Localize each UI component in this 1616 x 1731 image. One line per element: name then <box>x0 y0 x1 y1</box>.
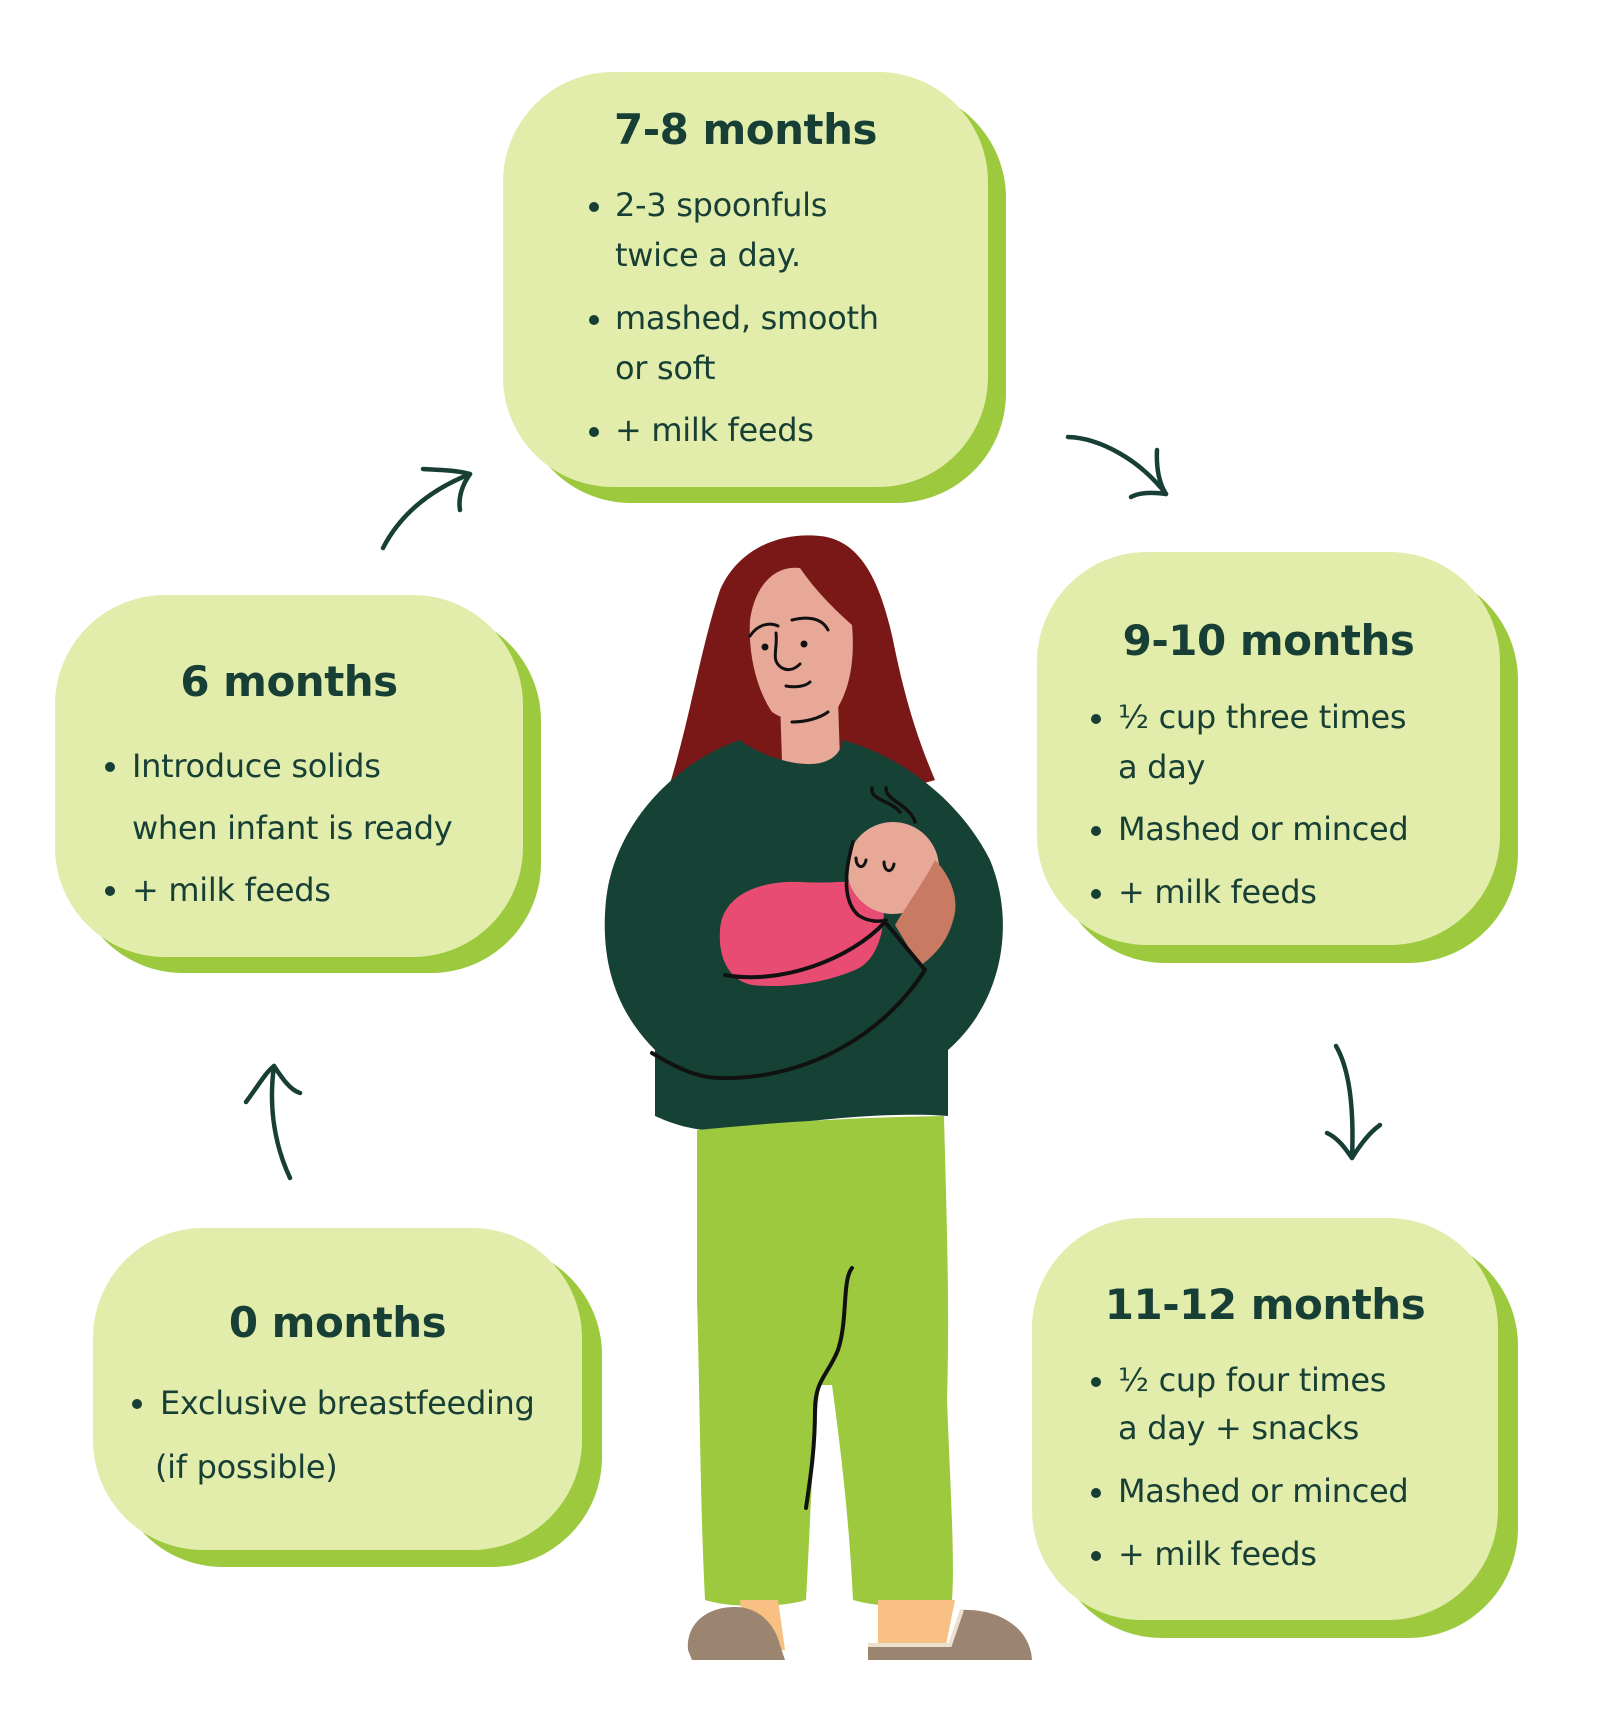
baby-face-outline <box>844 840 888 923</box>
bullet-dot <box>1091 826 1101 836</box>
face-lines <box>748 616 830 724</box>
bullet-dot <box>105 886 115 896</box>
bullet-dot <box>1091 889 1101 899</box>
stage-title: 0 months <box>228 1298 447 1347</box>
pants <box>697 1116 953 1606</box>
stage-card-7-8-months: 7-8 months 2-3 spoonfuls twice a day. ma… <box>503 72 1006 503</box>
bullet-item: ½ cup three times a day <box>1091 692 1408 792</box>
bullet-item: ½ cup four times a day + snacks <box>1091 1356 1408 1452</box>
stage-title: 11-12 months <box>1104 1280 1426 1329</box>
bullet-dot <box>1091 1551 1101 1561</box>
stage-card-9-10-months: 9-10 months ½ cup three times a day Mash… <box>1037 552 1518 963</box>
bullet-dot <box>105 762 115 772</box>
card-background <box>1032 1218 1498 1620</box>
bullet-item: Mashed or minced <box>1091 804 1409 854</box>
bullet-item: + milk feeds <box>589 405 879 455</box>
mother-hand <box>895 860 956 966</box>
arrow-up-icon <box>243 1063 303 1181</box>
arrow-up-right-icon <box>380 466 473 551</box>
bullet-item: + milk feeds <box>1091 867 1408 917</box>
shoe-right-trim <box>868 1609 964 1647</box>
sock-right <box>878 1600 955 1650</box>
bullet-item: 2-3 spoonfuls twice a day. <box>589 180 879 280</box>
shoe-left <box>687 1607 785 1660</box>
bullet-dot <box>1091 1377 1101 1387</box>
bullet-dot <box>132 1399 142 1409</box>
bullet-item: + milk feeds <box>105 859 452 921</box>
baby-eyes <box>854 856 896 872</box>
bullet-item: Introduce solids when infant is ready <box>105 735 453 859</box>
card-background <box>93 1228 582 1550</box>
stage-bullets: ½ cup four times a day + snacks Mashed o… <box>1091 1356 1409 1578</box>
bullet-item: + milk feeds <box>1091 1530 1408 1578</box>
shoe-right <box>868 1609 1032 1660</box>
bullet-item: Exclusive breastfeeding (if possible) <box>132 1371 535 1499</box>
stage-card-11-12-months: 11-12 months ½ cup four times a day + sn… <box>1032 1218 1518 1638</box>
eye-right <box>800 640 808 648</box>
bullet-item: Mashed or minced <box>1091 1467 1409 1515</box>
stage-bullets: Introduce solids when infant is ready + … <box>105 735 453 921</box>
bullet-dot <box>1091 1488 1101 1498</box>
stage-title: 6 months <box>180 657 398 706</box>
stage-bullets: ½ cup three times a day Mashed or minced… <box>1091 692 1409 917</box>
stage-bullets: Exclusive breastfeeding (if possible) <box>132 1371 535 1499</box>
bullet-dot <box>589 202 599 212</box>
card-background <box>1037 552 1500 945</box>
mother-holding-baby-illustration <box>604 535 1032 1660</box>
stage-card-6-months: 6 months Introduce solids when infant is… <box>55 595 541 973</box>
arrow-down-right-icon <box>1065 434 1169 500</box>
pants-crease <box>804 1266 854 1510</box>
arrow-down-icon <box>1324 1043 1383 1161</box>
baby-blanket <box>719 880 884 987</box>
eye-left <box>761 643 769 651</box>
card-background <box>503 72 988 487</box>
card-background <box>55 595 523 957</box>
stage-card-0-months: 0 months Exclusive breastfeeding (if pos… <box>93 1228 602 1567</box>
bullet-dot <box>1091 714 1101 724</box>
bullet-item: mashed, smooth or soft <box>589 293 879 393</box>
stage-bullets: 2-3 spoonfuls twice a day. mashed, smoot… <box>589 180 879 455</box>
stage-title: 7-8 months <box>614 105 878 154</box>
arm-outline <box>650 920 927 1081</box>
bullet-dot <box>589 315 599 325</box>
bullet-dot <box>589 427 599 437</box>
baby-hair <box>870 786 917 824</box>
stage-title: 9-10 months <box>1122 616 1415 665</box>
